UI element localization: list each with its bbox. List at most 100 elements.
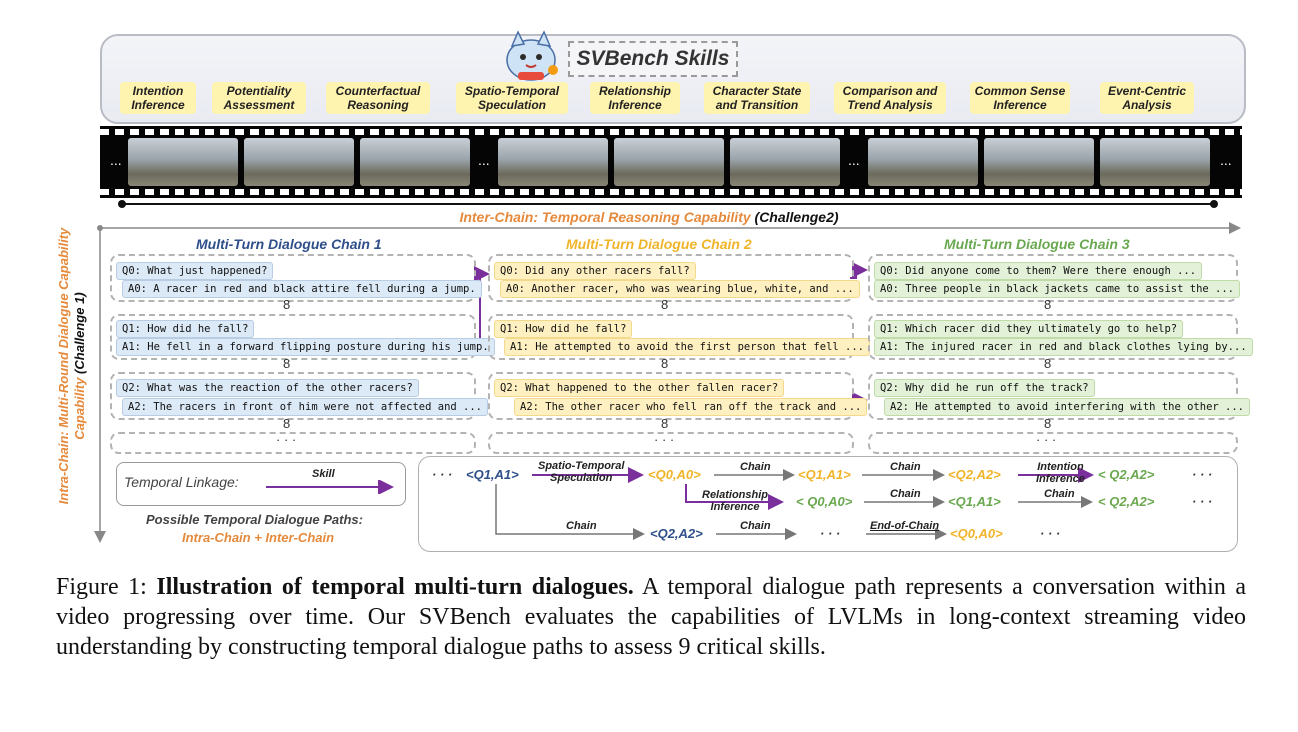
path-chain-label: Chain <box>740 461 771 473</box>
chain-1-a0: A0: A racer in red and black attire fell… <box>122 280 482 298</box>
path-mid-dots: · · · <box>820 526 841 541</box>
temporal-linkage-legend <box>116 462 406 506</box>
chain-1-q2: Q2: What was the reaction of the other r… <box>116 379 419 397</box>
path-node-chain3-q0: < Q0,A0> <box>796 494 853 509</box>
path-chain-label: Chain <box>740 520 771 532</box>
chain-3-turn-0 <box>868 254 1238 302</box>
chain-3-title: Multi-Turn Dialogue Chain 3 <box>944 236 1130 252</box>
film-ellipsis-start: ... <box>110 152 122 168</box>
path-trail-dots: · · · <box>1040 526 1061 541</box>
chain-3-more <box>868 432 1238 454</box>
chain-2-q0: Q0: Did any other racers fall? <box>494 262 696 280</box>
chain-2-a0: A0: Another racer, who was wearing blue,… <box>500 280 860 298</box>
chain-2-turn-1 <box>488 314 854 360</box>
chain-1-title: Multi-Turn Dialogue Chain 1 <box>196 236 382 252</box>
path-node-chain3-q1: <Q1,A1> <box>948 494 1001 509</box>
figure-caption: Figure 1: Illustration of temporal multi… <box>56 574 1247 660</box>
video-film-strip: ... ... ... ... <box>100 126 1242 198</box>
chain-link-icon: 8 <box>1044 356 1052 371</box>
path-trail-dots: · · · <box>1192 467 1213 482</box>
chain-link-icon: 8 <box>283 416 291 431</box>
skill-arrow-icon <box>266 480 394 494</box>
chain-1-q0: Q0: What just happened? <box>116 262 274 280</box>
chain-3-dots: · · · <box>1036 432 1057 447</box>
dialogue-paths-box <box>418 456 1238 552</box>
video-frame-6 <box>730 138 840 186</box>
chain-1-turn-0 <box>110 254 476 302</box>
inter-chain-label: Inter-Chain: Temporal Reasoning Capabili… <box>459 209 839 225</box>
chain-1-a1: A1: He fell in a forward flipping postur… <box>116 338 495 356</box>
path-node-chain3-q2b: < Q2,A2> <box>1098 494 1155 509</box>
video-frame-1 <box>128 138 238 186</box>
chain-2-a2: A2: The other racer who fell ran off the… <box>514 398 868 416</box>
video-frame-5 <box>614 138 724 186</box>
chain-3-q0: Q0: Did anyone come to them? Were there … <box>874 262 1203 280</box>
chain-1-turn-2 <box>110 372 476 420</box>
chain-2-more <box>488 432 854 454</box>
chain-1-dots: · · · <box>276 432 297 447</box>
chain-1-a2: A2: The racers in front of him were not … <box>122 398 489 416</box>
path-trail-dots: · · · <box>1192 494 1213 509</box>
chain-link-icon: 8 <box>1044 416 1052 431</box>
path-node-chain2-q0: <Q0,A0> <box>648 467 701 482</box>
chain-2-a1: A1: He attempted to avoid the first pers… <box>504 338 871 356</box>
chain-2-turn-2 <box>488 372 854 420</box>
video-frame-8 <box>984 138 1094 186</box>
chain-link-icon: 8 <box>283 297 291 312</box>
chain-2-turn-0 <box>488 254 854 302</box>
chain-link-icon: 8 <box>661 416 669 431</box>
chain-3-a2: A2: He attempted to avoid interfering wi… <box>884 398 1251 416</box>
path-node-chain2-q1: <Q1,A1> <box>798 467 851 482</box>
video-frame-4 <box>498 138 608 186</box>
chain-3-turn-2 <box>868 372 1238 420</box>
cat-mascot-icon <box>506 30 558 81</box>
path-start-node: <Q1,A1> <box>466 467 519 482</box>
path-chain-label: Chain <box>890 488 921 500</box>
chain-3-q1: Q1: Which racer did they ultimately go t… <box>874 320 1184 338</box>
film-ellipsis-2: ... <box>478 152 490 168</box>
path-node-chain1-q2: <Q2,A2> <box>650 526 703 541</box>
paths-title: Possible Temporal Dialogue Paths: <box>146 512 363 527</box>
path-node-chain3-q2: < Q2,A2> <box>1098 467 1155 482</box>
chain-link-icon: 8 <box>1044 297 1052 312</box>
intra-chain-label: Intra-Chain: Multi-Round Dialogue Capabi… <box>56 227 87 505</box>
chain-2-title: Multi-Turn Dialogue Chain 2 <box>566 236 752 252</box>
chain-link-icon: 8 <box>283 356 291 371</box>
chain-link-icon: 8 <box>661 356 669 371</box>
path-node-chain2-q0b: <Q0,A0> <box>950 526 1003 541</box>
path-chain-label: Chain <box>1044 488 1075 500</box>
chain-3-a1: A1: The injured racer in red and black c… <box>874 338 1253 356</box>
skill-arrow-label: Skill <box>312 468 335 480</box>
paths-subtitle: Intra-Chain + Inter-Chain <box>182 530 335 545</box>
film-ellipsis-end: ... <box>1220 152 1232 168</box>
path-end-of-chain-label: End-of-Chain <box>870 520 940 532</box>
video-frame-2 <box>244 138 354 186</box>
video-timeline <box>118 200 1218 208</box>
chain-1-q1: Q1: How did he fall? <box>116 320 255 338</box>
path-chain-label: Chain <box>890 461 921 473</box>
skills-title: SVBench Skills <box>568 41 738 77</box>
chain-link-icon: 8 <box>661 297 669 312</box>
film-ellipsis-3: ... <box>848 152 860 168</box>
path-chain-label: Chain <box>566 520 597 532</box>
path-lead-dots: · · · <box>432 467 453 482</box>
chain-3-turn-1 <box>868 314 1238 360</box>
chain-3-a0: A0: Three people in black jackets came t… <box>874 280 1241 298</box>
chain-1-turn-1 <box>110 314 476 360</box>
temporal-linkage-label: Temporal Linkage: <box>124 474 239 490</box>
path-node-chain2-q2: <Q2,A2> <box>948 467 1001 482</box>
chain-1-more <box>110 432 476 454</box>
path-arrows <box>495 467 1094 540</box>
